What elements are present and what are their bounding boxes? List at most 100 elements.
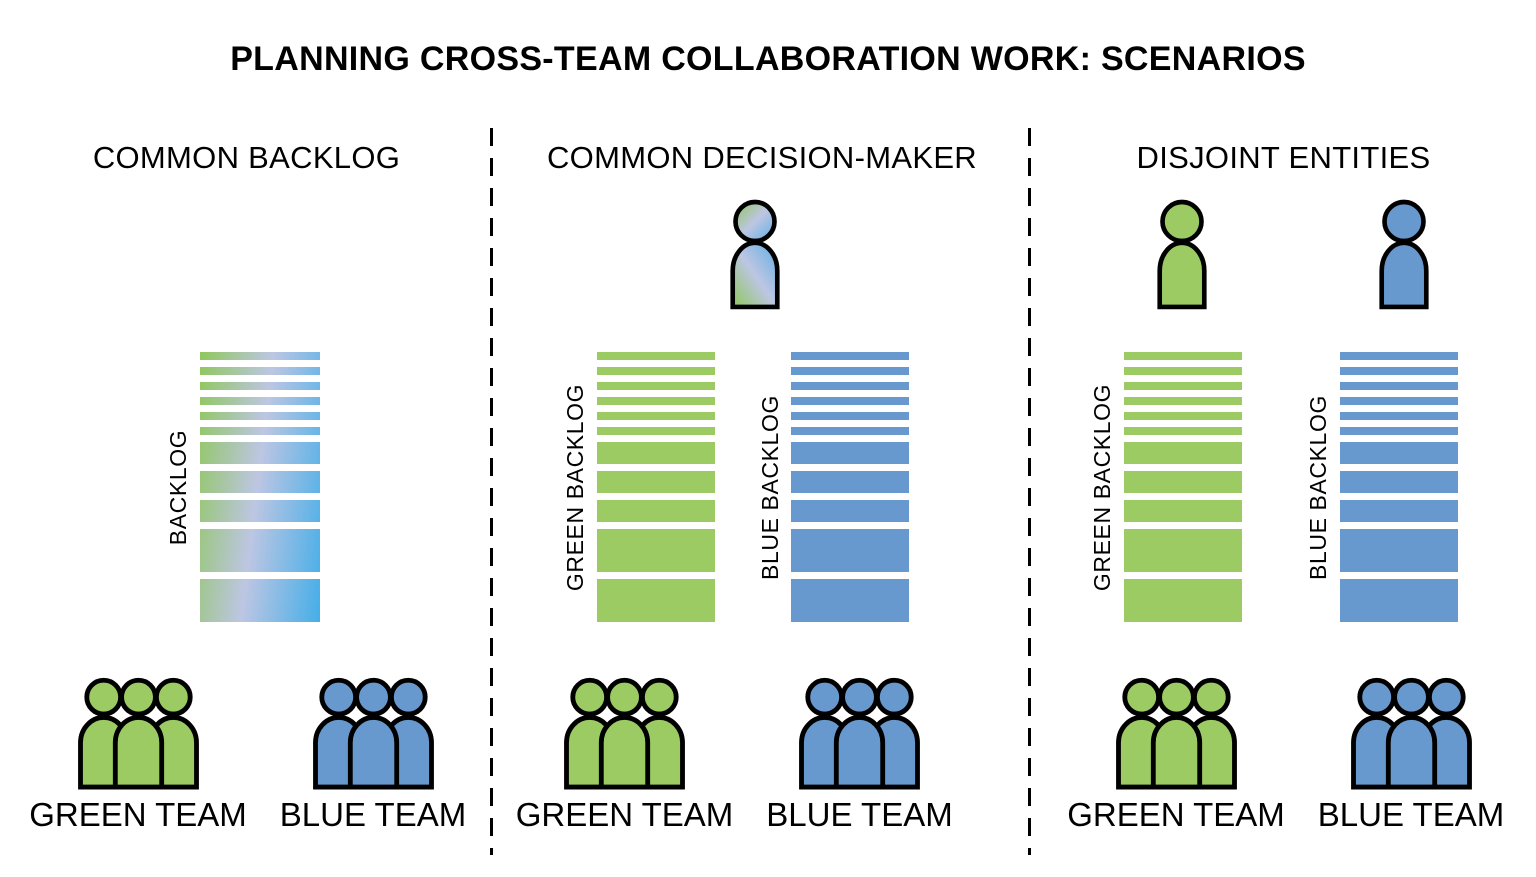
team-label: GREEN TEAM bbox=[1067, 796, 1285, 833]
backlog-bar bbox=[1339, 529, 1458, 572]
backlog-bar bbox=[200, 427, 320, 435]
team-label: BLUE TEAM bbox=[1317, 796, 1505, 833]
green-team-people-icon bbox=[66, 672, 211, 790]
backlog-label: GREEN BACKLOG bbox=[562, 383, 589, 591]
team-label: GREEN TEAM bbox=[515, 796, 734, 833]
backlog-bar bbox=[1123, 367, 1242, 375]
backlog-bar bbox=[791, 367, 909, 375]
backlog-bars bbox=[199, 352, 320, 622]
teams-row: GREEN TEAM BLUE TEAM bbox=[1031, 672, 1536, 834]
backlog-bar bbox=[200, 367, 320, 375]
backlog-label: GREEN BACKLOG bbox=[1089, 383, 1115, 591]
backlog-bar bbox=[1339, 500, 1458, 522]
backlog-bar bbox=[1123, 579, 1242, 622]
backlog-bar bbox=[1339, 397, 1458, 405]
blue-team: BLUE TEAM bbox=[261, 672, 486, 834]
backlog-bar bbox=[200, 412, 320, 420]
backlog-row: GREEN BACKLOG BLUE BACKLOG bbox=[493, 352, 1031, 622]
shared-decision-maker-person-icon bbox=[730, 199, 780, 310]
backlog-bar bbox=[200, 500, 320, 522]
backlog-bar bbox=[1339, 427, 1458, 435]
teams-row: GREEN TEAM BLUE TEAM bbox=[0, 672, 493, 834]
backlog-bar bbox=[791, 352, 909, 360]
backlog-bar bbox=[1123, 412, 1242, 420]
backlog-bars bbox=[597, 352, 715, 622]
backlog-bar bbox=[597, 382, 715, 390]
backlog-bar bbox=[791, 529, 909, 572]
backlog-bar bbox=[1123, 471, 1242, 493]
blue-team-people-icon bbox=[1339, 672, 1484, 790]
backlog-bar bbox=[597, 352, 715, 360]
panel-common-decision-maker: COMMON DECISION-MAKER GREEN BACKLOG BLUE… bbox=[493, 0, 1031, 877]
backlog-bar bbox=[1339, 579, 1458, 622]
decision-makers-row bbox=[493, 198, 1031, 310]
backlog-bar bbox=[1339, 442, 1458, 464]
green-team: GREEN TEAM bbox=[26, 672, 251, 834]
backlog-bar bbox=[1123, 427, 1242, 435]
backlog-bar bbox=[597, 529, 715, 572]
backlog-bar bbox=[597, 579, 715, 622]
backlog-bars bbox=[791, 352, 909, 622]
green-decision-maker-person-icon bbox=[1156, 198, 1208, 310]
panel-heading: COMMON DECISION-MAKER bbox=[547, 140, 977, 175]
shared-backlog: BACKLOG bbox=[158, 352, 320, 622]
backlog-bar bbox=[200, 397, 320, 405]
green-team: GREEN TEAM bbox=[1064, 672, 1289, 834]
backlog-bar bbox=[1123, 352, 1242, 360]
backlog-bar bbox=[791, 579, 909, 622]
backlog-bar bbox=[597, 412, 715, 420]
panel-divider bbox=[1028, 128, 1031, 855]
green-backlog: GREEN BACKLOG bbox=[1082, 352, 1242, 622]
backlog-row: BACKLOG bbox=[0, 352, 493, 622]
panel-common-backlog: COMMON BACKLOG BACKLOG GREEN TEAM BLU bbox=[0, 0, 493, 877]
backlog-bar bbox=[791, 427, 909, 435]
teams-row: GREEN TEAM BLUE TEAM bbox=[493, 672, 1031, 834]
green-team-people-icon bbox=[552, 672, 697, 790]
backlog-bar bbox=[1123, 442, 1242, 464]
backlog-bar bbox=[791, 442, 909, 464]
backlog-label: BLUE BACKLOG bbox=[1305, 394, 1332, 580]
backlog-bar bbox=[200, 352, 320, 360]
backlog-bar bbox=[200, 471, 320, 493]
backlog-bar bbox=[597, 471, 715, 493]
team-label: GREEN TEAM bbox=[29, 796, 247, 833]
backlog-bar bbox=[1123, 500, 1242, 522]
backlog-label: BACKLOG bbox=[165, 429, 191, 545]
backlog-bar bbox=[1339, 412, 1458, 420]
backlog-bar bbox=[1339, 352, 1458, 360]
backlog-bar bbox=[1123, 382, 1242, 390]
backlog-bar bbox=[597, 442, 715, 464]
backlog-bar bbox=[200, 579, 320, 622]
panel-disjoint-entities: DISJOINT ENTITIES GREEN BACKLOG BLUE BAC… bbox=[1031, 0, 1536, 877]
backlog-bar bbox=[791, 471, 909, 493]
backlog-bar bbox=[200, 442, 320, 464]
backlog-bar bbox=[1339, 367, 1458, 375]
backlog-bar bbox=[200, 529, 320, 572]
backlog-bar bbox=[200, 382, 320, 390]
backlog-label: BLUE BACKLOG bbox=[756, 394, 783, 580]
panel-divider bbox=[490, 128, 493, 855]
backlog-bar bbox=[1123, 529, 1242, 572]
blue-team-people-icon bbox=[787, 672, 932, 790]
backlog-bar bbox=[597, 397, 715, 405]
backlog-bar bbox=[1339, 471, 1458, 493]
backlog-bar bbox=[791, 500, 909, 522]
blue-team: BLUE TEAM bbox=[747, 672, 972, 834]
blue-team-people-icon bbox=[301, 672, 446, 790]
backlog-bar bbox=[597, 500, 715, 522]
panel-heading: DISJOINT ENTITIES bbox=[1136, 140, 1431, 175]
blue-team: BLUE TEAM bbox=[1299, 672, 1524, 834]
green-team-people-icon bbox=[1104, 672, 1249, 790]
backlog-row: GREEN BACKLOG BLUE BACKLOG bbox=[1031, 352, 1536, 622]
blue-backlog: BLUE BACKLOG bbox=[749, 352, 909, 622]
backlog-bar bbox=[791, 382, 909, 390]
backlog-bar bbox=[597, 427, 715, 435]
backlog-bar bbox=[1339, 382, 1458, 390]
diagram-title: PLANNING CROSS-TEAM COLLABORATION WORK: … bbox=[230, 40, 1306, 78]
backlog-bar bbox=[597, 367, 715, 375]
blue-backlog: BLUE BACKLOG bbox=[1298, 352, 1458, 622]
decision-makers-row bbox=[1031, 198, 1536, 310]
backlog-bar bbox=[791, 412, 909, 420]
panel-heading: COMMON BACKLOG bbox=[92, 140, 401, 175]
